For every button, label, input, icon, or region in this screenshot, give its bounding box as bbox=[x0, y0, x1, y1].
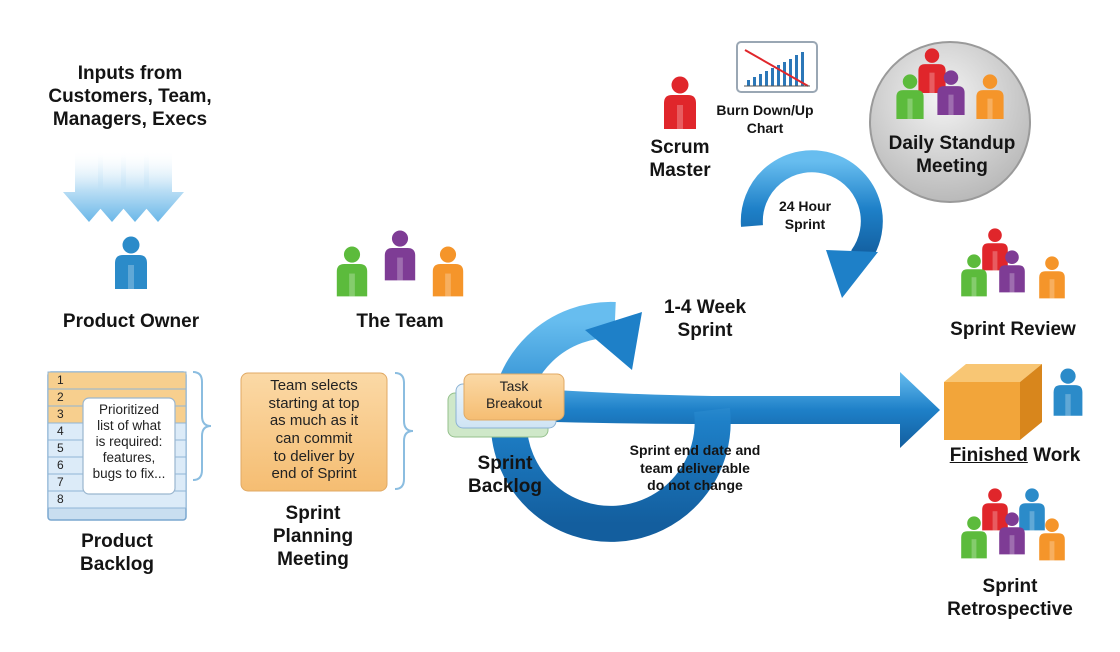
product-owner-person-icon bbox=[115, 236, 147, 289]
sprint-retrospective-label: Sprint Retrospective bbox=[947, 576, 1073, 621]
backlog-row-number: 4 bbox=[57, 424, 64, 438]
scrum-master-person-icon bbox=[664, 76, 696, 129]
week-sprint-label: 1-4 Week Sprint bbox=[663, 297, 747, 342]
week-sprint-loop-arrow bbox=[490, 301, 731, 542]
retrospective-person-icon bbox=[961, 516, 987, 559]
standup-person-icon bbox=[937, 70, 965, 116]
sprint-review-label: Sprint Review bbox=[950, 319, 1076, 340]
review-person-icon bbox=[1039, 256, 1065, 299]
finished-work-person-icon bbox=[1053, 368, 1083, 416]
backlog-row-number: 1 bbox=[57, 373, 64, 387]
review-person-icon bbox=[961, 254, 987, 297]
backlog-row-number: 6 bbox=[57, 458, 64, 472]
team-person-icon bbox=[432, 246, 464, 297]
planning-box-text: Team selects starting at top as much as … bbox=[268, 377, 360, 483]
sprint-backlog-label: Sprint Backlog bbox=[468, 453, 542, 498]
sprint-end-note: Sprint end date and team deliverable do … bbox=[629, 442, 761, 493]
product-owner-label: Product Owner bbox=[62, 311, 200, 332]
daily-sprint-loop-arrow bbox=[740, 150, 883, 298]
hour-sprint-label: 24 Hour Sprint bbox=[778, 198, 832, 232]
retrospective-person-icon bbox=[1039, 518, 1065, 561]
sprint-planning-label: Sprint Planning Meeting bbox=[272, 503, 354, 571]
sprint-backlog-cards bbox=[447, 373, 565, 438]
team-person-icon bbox=[384, 230, 416, 281]
retrospective-person-icon bbox=[982, 488, 1008, 531]
daily-standup-label: Daily Standup Meeting bbox=[888, 133, 1016, 178]
backlog-row-number: 3 bbox=[57, 407, 64, 421]
burn-chart-label: Burn Down/Up Chart bbox=[716, 102, 814, 136]
main-flow-arrow bbox=[555, 372, 940, 448]
the-team-label: The Team bbox=[356, 311, 444, 332]
review-person-icon bbox=[982, 228, 1008, 271]
finished-underlined-text: Finished bbox=[949, 445, 1028, 466]
retrospective-person-icon bbox=[999, 512, 1025, 555]
backlog-row-number: 7 bbox=[57, 475, 64, 489]
backlog-row-number: 2 bbox=[57, 390, 64, 404]
product-backlog-label: Product Backlog bbox=[80, 531, 154, 576]
retrospective-person-icon bbox=[1019, 488, 1045, 531]
scrum-master-label: Scrum Master bbox=[649, 137, 711, 182]
backlog-note: Prioritized list of what is required: fe… bbox=[92, 402, 166, 481]
task-breakout-text: Task Breakout bbox=[485, 378, 543, 411]
inputs-label: Inputs from Customers, Team, Managers, E… bbox=[48, 63, 212, 131]
team-person-icon bbox=[336, 246, 368, 297]
input-arrows-icon bbox=[63, 150, 184, 222]
finished-work-label: Finished Work bbox=[930, 444, 1100, 467]
sprint-planning-box bbox=[240, 372, 414, 492]
product-backlog-list bbox=[47, 371, 212, 521]
finished-rest-text: Work bbox=[1033, 445, 1081, 466]
review-person-icon bbox=[999, 250, 1025, 293]
burn-chart-icon bbox=[736, 41, 818, 93]
standup-person-icon bbox=[976, 74, 1004, 120]
finished-work-cube-icon bbox=[944, 364, 1042, 440]
backlog-row-number: 5 bbox=[57, 441, 64, 455]
standup-person-icon bbox=[896, 74, 924, 120]
backlog-row-number: 8 bbox=[57, 492, 64, 506]
standup-person-icon bbox=[918, 48, 946, 94]
